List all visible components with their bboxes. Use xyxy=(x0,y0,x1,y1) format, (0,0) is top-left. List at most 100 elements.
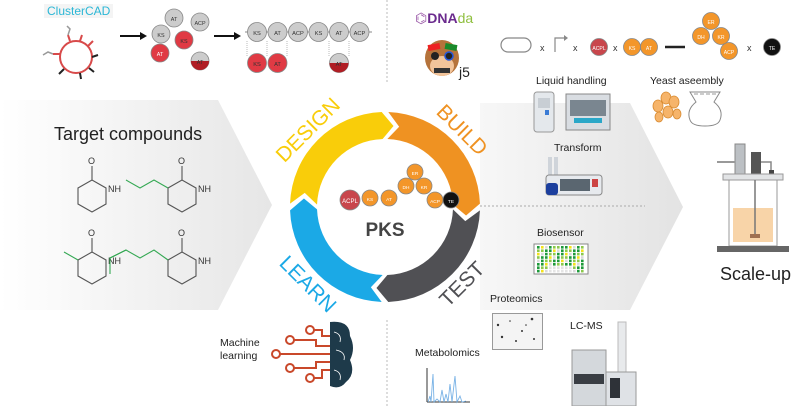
yeast-cells-icon xyxy=(652,91,682,123)
domain-dh: DH xyxy=(692,27,710,45)
domain-acp: ACP xyxy=(190,12,210,32)
svg-text:KR: KR xyxy=(717,35,724,41)
machine-learning-label: Machine learning xyxy=(220,337,260,363)
domain-acpl: ACPL xyxy=(339,189,361,211)
domain-ks: KS xyxy=(308,22,329,42)
domain-dh: DH xyxy=(397,177,415,195)
biosensor-plate-icon xyxy=(533,243,589,275)
svg-text:NH: NH xyxy=(198,184,211,194)
svg-text:AT: AT xyxy=(386,197,392,203)
ml-label-line1: Machine xyxy=(220,337,260,349)
svg-text:TE: TE xyxy=(448,199,454,205)
svg-text:KS: KS xyxy=(180,39,188,45)
dnada-logo: ⌬DNAda xyxy=(415,10,473,27)
domain-acp: ACP xyxy=(720,42,738,60)
svg-text:x: x xyxy=(747,43,752,53)
domain-acp: ACP xyxy=(288,22,308,42)
metabolomics-chromatogram-icon xyxy=(426,368,470,404)
dna-helix-icon: ⌬ xyxy=(415,10,428,26)
svg-text:AT: AT xyxy=(171,17,178,23)
svg-text:ACP: ACP xyxy=(724,50,735,56)
cycle-arc-build xyxy=(387,112,480,216)
svg-text:O: O xyxy=(88,156,95,166)
svg-text:KS: KS xyxy=(315,31,323,37)
domain-ks: KS xyxy=(623,38,641,56)
svg-text:AT: AT xyxy=(336,62,343,68)
times-symbol: x xyxy=(573,43,578,53)
svg-text:O: O xyxy=(178,156,185,166)
domain-acpl: ACPL xyxy=(590,38,608,56)
svg-text:AT: AT xyxy=(197,60,204,66)
pks-center-label: PKS xyxy=(365,220,404,241)
liquid-handling-robot-icon xyxy=(533,91,611,133)
domain-at: AT xyxy=(329,22,349,42)
arrow-icon xyxy=(214,32,241,40)
svg-text:KS: KS xyxy=(253,62,261,68)
svg-text:NH: NH xyxy=(198,256,211,266)
proteomics-label: Proteomics xyxy=(490,293,543,305)
cycle-arc-test xyxy=(376,209,480,302)
svg-text:ACP: ACP xyxy=(194,21,205,27)
left-arrow-band xyxy=(0,100,272,310)
svg-text:ACP: ACP xyxy=(430,199,440,205)
svg-text:KS: KS xyxy=(367,197,373,203)
svg-text:AT: AT xyxy=(336,31,343,37)
domain-ks: KS xyxy=(247,22,267,42)
macrolide-ring-icon xyxy=(42,25,99,80)
scale-up-label: Scale-up xyxy=(720,264,792,284)
ml-brain-icon xyxy=(271,321,353,388)
clustercad-label: ClusterCAD xyxy=(44,4,114,18)
domain-te: TE xyxy=(442,191,460,209)
domain-te: TE xyxy=(763,38,781,56)
svg-text:x: x xyxy=(613,43,618,53)
svg-text:KS: KS xyxy=(629,46,636,52)
cycle-arc-design xyxy=(290,112,394,205)
j5-label: j5 xyxy=(459,64,470,80)
domain-ks: KS xyxy=(247,53,267,73)
svg-text:ACP: ACP xyxy=(354,31,366,37)
target-compounds-title: Target compounds xyxy=(54,124,203,144)
transform-instrument-icon xyxy=(545,157,603,196)
proteomics-gel-icon xyxy=(492,313,543,350)
flask-icon xyxy=(688,91,722,127)
svg-text:TE: TE xyxy=(769,46,776,52)
times-symbol: x xyxy=(540,43,545,53)
domain-at: AT xyxy=(150,43,170,63)
domain-acp: ACP xyxy=(349,22,370,42)
svg-text:AT: AT xyxy=(274,31,281,37)
svg-text:KS: KS xyxy=(157,33,165,39)
transform-label: Transform xyxy=(554,142,602,154)
domain-er: ER xyxy=(406,163,424,181)
domain-at: AT xyxy=(164,8,184,28)
domain-ks: KS xyxy=(174,30,194,50)
svg-text:NH: NH xyxy=(108,256,121,266)
svg-text:ACP: ACP xyxy=(292,31,304,37)
plasmid-icon xyxy=(500,37,532,53)
bioreactor-icon xyxy=(717,143,789,252)
domain-ks: KS xyxy=(361,189,379,207)
dnada-suffix: da xyxy=(457,10,474,26)
domain-acp: ACP xyxy=(426,191,444,209)
domain-at: AT xyxy=(329,53,349,73)
svg-text:KS: KS xyxy=(253,31,261,37)
svg-text:O: O xyxy=(178,228,185,238)
domain-at: AT xyxy=(267,53,288,73)
dnada-prefix: DNA xyxy=(427,10,458,26)
clustercad-workflow: AT ACP KS KS AT AT KS AT ACP KS AT ACP KS AT AT xyxy=(120,8,372,73)
domain-er: ER xyxy=(702,12,720,30)
domain-at: AT xyxy=(267,22,288,42)
svg-text:ER: ER xyxy=(707,20,714,26)
svg-text:KR: KR xyxy=(421,185,428,191)
cycle-arc-learn xyxy=(290,198,383,302)
liquid-handling-label: Liquid handling xyxy=(536,75,607,87)
domain-kr: KR xyxy=(712,27,730,45)
svg-text:NH: NH xyxy=(108,184,121,194)
j5-monkey-icon xyxy=(425,40,459,76)
svg-text:AT: AT xyxy=(274,62,281,68)
domain-at: AT xyxy=(640,38,658,56)
promoter-icon xyxy=(554,35,568,52)
